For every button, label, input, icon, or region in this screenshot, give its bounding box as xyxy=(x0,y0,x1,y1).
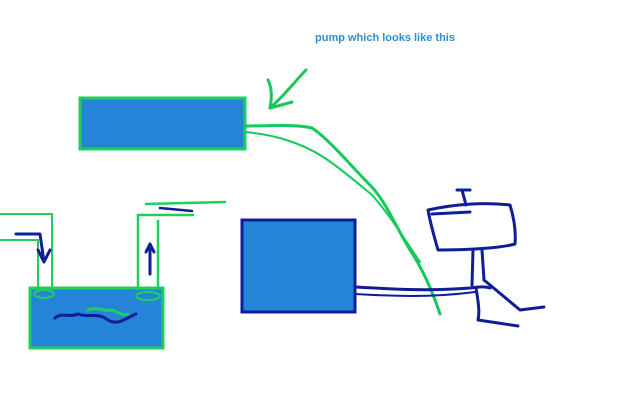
middle-blue-box xyxy=(240,218,357,314)
left-pipe-collar xyxy=(33,289,55,299)
pump-sketch xyxy=(426,188,546,328)
left-inlet-pipe xyxy=(0,213,53,288)
tank-water-squiggle xyxy=(53,312,138,324)
green-pipe xyxy=(243,124,442,316)
right-outlet-pipe xyxy=(136,200,227,290)
right-pipe-collar xyxy=(135,291,161,301)
navy-pipe-second-line xyxy=(354,291,476,297)
navy-pipe xyxy=(353,285,492,292)
bottom-left-tank xyxy=(28,286,165,350)
tank-water-squiggle-green xyxy=(86,307,130,316)
green-arrow-icon xyxy=(266,68,308,110)
top-blue-box xyxy=(78,96,247,151)
outlet-flow-mark xyxy=(158,206,194,213)
inlet-flow-arrow-icon xyxy=(14,232,52,264)
pump-annotation-text: pump which looks like this xyxy=(315,32,455,44)
outlet-flow-arrow-icon xyxy=(144,242,156,276)
green-pipe-second-line xyxy=(244,131,421,263)
